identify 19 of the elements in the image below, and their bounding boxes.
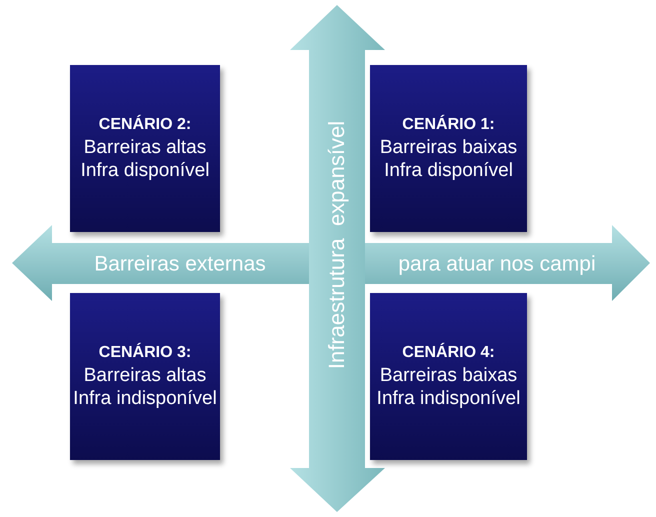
scenario-heading: CENÁRIO 2:: [98, 114, 192, 134]
scenario-text: Infra indisponível: [376, 388, 520, 410]
scenario-box: [70, 293, 220, 460]
axis-label: para atuar nos campi: [398, 254, 596, 274]
scenario-heading: CENÁRIO 1:: [402, 114, 495, 134]
scenario-text: Infra disponível: [384, 160, 513, 182]
scenario-heading: CENÁRIO 4:: [402, 342, 495, 362]
scenario-box: [370, 65, 527, 232]
scenario-box: [70, 65, 220, 232]
scenario-text: Infra disponível: [80, 160, 210, 182]
scenario-heading: CENÁRIO 3:: [98, 342, 192, 362]
scenario-text: Barreiras altas: [84, 136, 206, 160]
scenario-text: Barreiras altas: [84, 364, 206, 388]
axis-label: Barreiras externas: [94, 254, 266, 274]
scenario-box: [370, 293, 527, 460]
scenario-text: Barreiras baixas: [380, 364, 518, 388]
scenario-text: Barreiras baixas: [380, 136, 518, 160]
axis-label: Infraestrutura expansível: [326, 120, 348, 370]
scenario-text: Infra indisponível: [73, 388, 217, 410]
